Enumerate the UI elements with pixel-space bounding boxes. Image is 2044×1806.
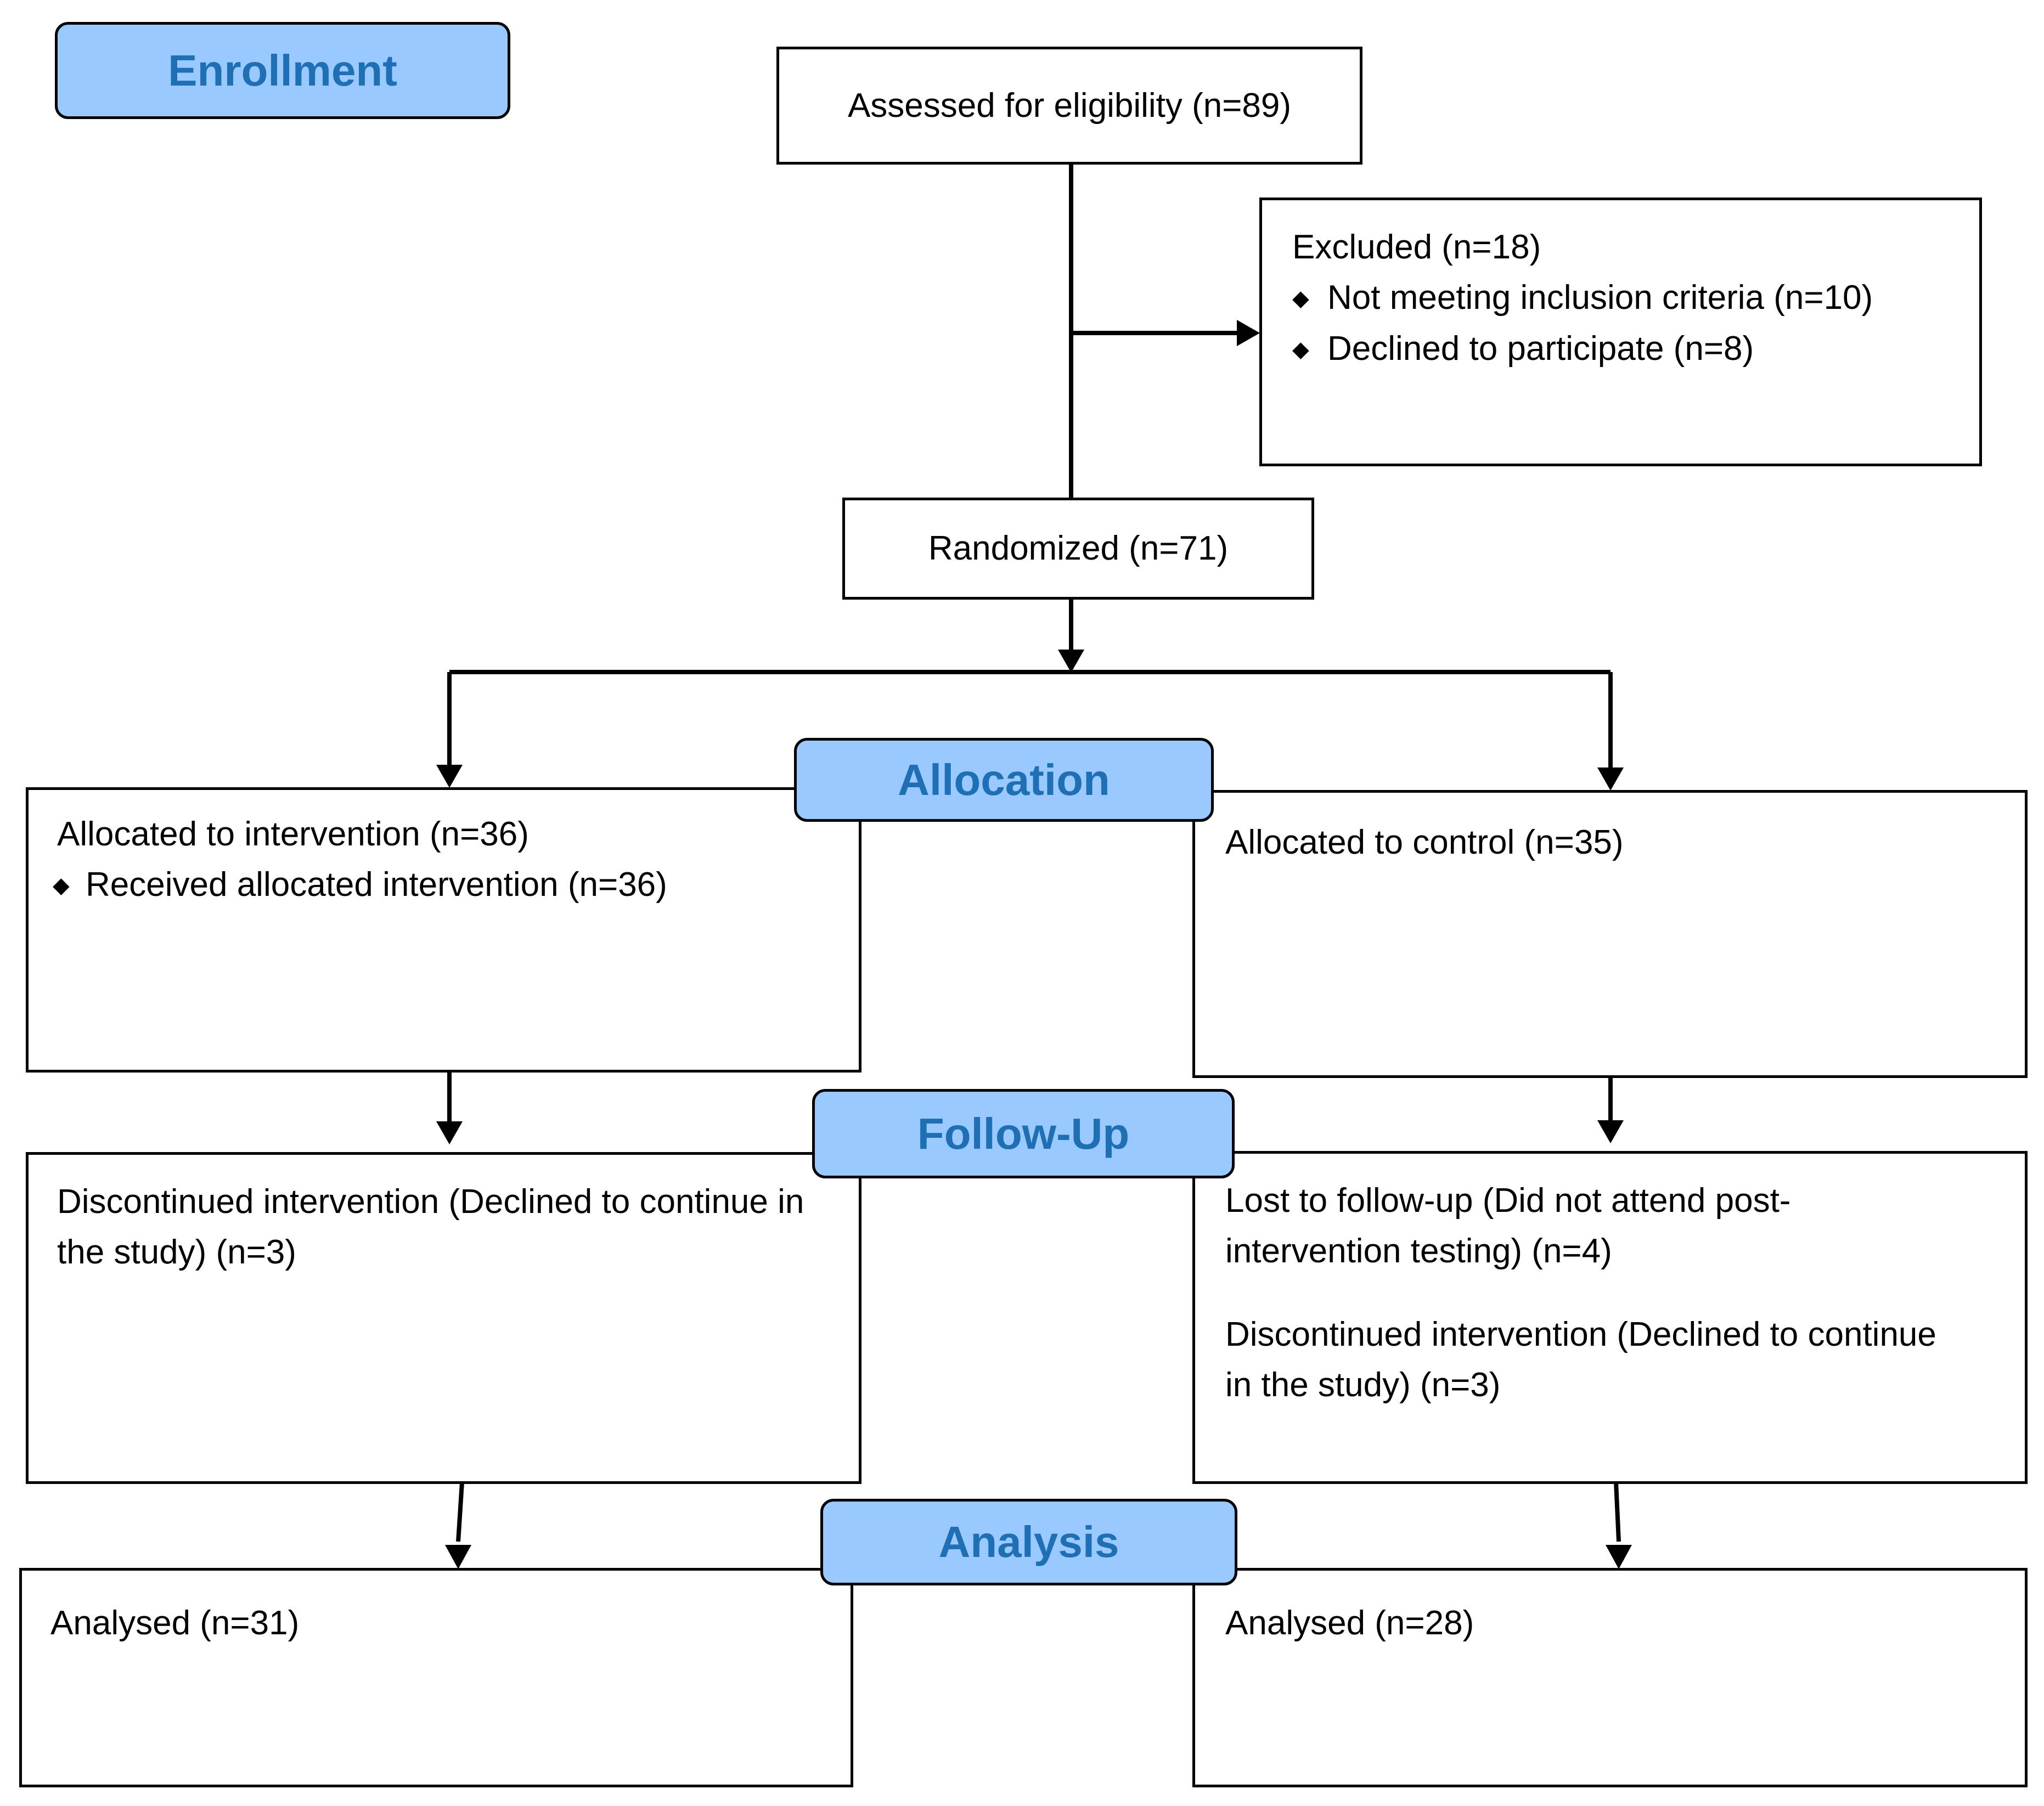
excluded-title: Excluded (n=18) bbox=[1292, 228, 1541, 266]
arrowhead-right-analysis bbox=[1606, 1545, 1632, 1569]
bullet-icon: ◆ bbox=[1292, 337, 1309, 362]
arrowhead-left-followup bbox=[436, 1121, 463, 1144]
bullet-icon: ◆ bbox=[1292, 286, 1309, 311]
intervention-followup-box: Discontinued intervention (Declined to c… bbox=[26, 1152, 861, 1484]
intervention-received: ◆ Received allocated intervention (n=36) bbox=[53, 860, 859, 911]
control-analysed-text: Analysed (n=28) bbox=[1225, 1604, 1474, 1642]
excluded-bullet-2-text: Declined to participate (n=8) bbox=[1327, 330, 1754, 368]
intervention-allocated-text: Allocated to intervention (n=36) bbox=[57, 815, 529, 853]
bullet-icon: ◆ bbox=[53, 873, 70, 898]
assessed-text: Assessed for eligibility (n=89) bbox=[847, 86, 1292, 125]
stage-enrollment-label: Enrollment bbox=[168, 46, 397, 95]
control-lost-text: Lost to follow-up (Did not attend post-i… bbox=[1225, 1182, 1791, 1270]
excluded-bullet-1-text: Not meeting inclusion criteria (n=10) bbox=[1327, 279, 1873, 317]
arrowhead-excluded bbox=[1237, 320, 1260, 346]
connector-left-followup-analysis bbox=[456, 1482, 464, 1542]
stage-enrollment: Enrollment bbox=[55, 22, 510, 119]
intervention-analysed-text: Analysed (n=31) bbox=[50, 1604, 300, 1642]
arrowhead-left-analysis bbox=[445, 1545, 471, 1569]
excluded-bullet-2: ◆ Declined to participate (n=8) bbox=[1292, 324, 1979, 375]
assessed-box: Assessed for eligibility (n=89) bbox=[776, 47, 1362, 165]
arrowhead-left-allocation bbox=[436, 765, 463, 788]
arrowhead-right-followup bbox=[1597, 1120, 1624, 1143]
connector-right-followup-analysis bbox=[1614, 1482, 1621, 1542]
stage-analysis: Analysis bbox=[820, 1499, 1237, 1585]
excluded-bullet-1: ◆ Not meeting inclusion criteria (n=10) bbox=[1292, 273, 1979, 324]
stage-follow-up-label: Follow-Up bbox=[917, 1109, 1130, 1158]
control-allocated-text: Allocated to control (n=35) bbox=[1225, 823, 1624, 861]
control-analysis-box: Analysed (n=28) bbox=[1192, 1568, 2028, 1787]
control-followup-box: Lost to follow-up (Did not attend post-i… bbox=[1192, 1151, 2028, 1484]
excluded-box: Excluded (n=18) ◆ Not meeting inclusion c… bbox=[1259, 197, 1982, 466]
intervention-allocation-box: Allocated to intervention (n=36) ◆ Receiv… bbox=[26, 787, 861, 1073]
control-discontinued-text: Discontinued intervention (Declined to c… bbox=[1225, 1316, 1936, 1404]
stage-allocation: Allocation bbox=[794, 738, 1214, 822]
stage-analysis-label: Analysis bbox=[938, 1517, 1119, 1566]
intervention-analysis-box: Analysed (n=31) bbox=[19, 1568, 853, 1787]
randomized-text: Randomized (n=71) bbox=[928, 529, 1229, 567]
stage-follow-up: Follow-Up bbox=[812, 1089, 1235, 1178]
control-allocation-box: Allocated to control (n=35) bbox=[1192, 790, 2028, 1078]
intervention-received-text: Received allocated intervention (n=36) bbox=[86, 866, 667, 904]
randomized-box: Randomized (n=71) bbox=[842, 498, 1314, 600]
arrowhead-randomized-split bbox=[1058, 650, 1084, 673]
arrowhead-right-allocation bbox=[1597, 767, 1624, 791]
intervention-discontinued-text: Discontinued intervention (Declined to c… bbox=[57, 1183, 804, 1271]
stage-allocation-label: Allocation bbox=[898, 755, 1110, 804]
